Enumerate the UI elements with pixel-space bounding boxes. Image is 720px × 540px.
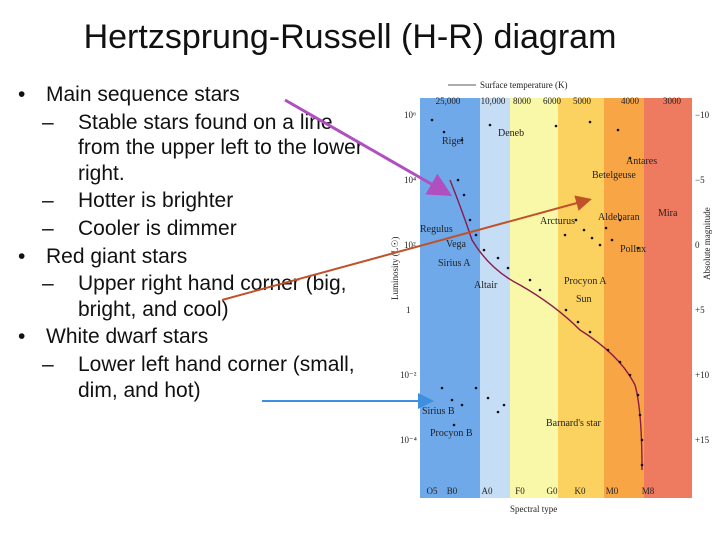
temp-tick: 5000 <box>573 96 592 106</box>
star-label-sirius-b: Sirius B <box>422 406 455 417</box>
bullet-main-sequence: Main sequence stars <box>18 82 378 108</box>
sub-bullet: –Stable stars found on a line from the u… <box>42 110 363 185</box>
band-yellow <box>510 98 558 498</box>
band-orange <box>604 98 644 498</box>
star-label-sun: Sun <box>576 294 592 305</box>
star-label-antares: Antares <box>626 156 657 167</box>
spectral-tick: A0 <box>482 486 493 496</box>
lum-tick: 10⁶ <box>404 110 416 120</box>
star-label-altair: Altair <box>474 280 498 291</box>
lum-tick: 1 <box>406 305 411 315</box>
mag-tick: −5 <box>695 175 705 185</box>
star-label-regulus: Regulus <box>420 224 453 235</box>
sub-bullet: –Cooler is dimmer <box>42 217 237 241</box>
sub-bullet: –Hotter is brighter <box>42 189 234 213</box>
star-label-barnards-star: Barnard's star <box>546 418 602 429</box>
star-label-procyon-a: Procyon A <box>564 276 607 287</box>
lum-tick: 10⁴ <box>404 175 416 185</box>
star-label-aldebaran: Aldebaran <box>598 212 640 223</box>
mag-tick: −10 <box>695 110 710 120</box>
sub-bullet: –Upper right hand corner (big, bright, a… <box>42 272 347 321</box>
lum-tick: 10⁻² <box>400 370 417 380</box>
star-label-pollux: Pollux <box>620 244 646 255</box>
bottom-axis-label: Spectral type <box>510 504 557 514</box>
right-axis-label: Absolute magnitude <box>702 207 712 280</box>
left-axis-label: Luminosity (L☉) <box>390 237 400 300</box>
temp-tick: 3000 <box>663 96 682 106</box>
hr-diagram: Surface temperature (K) Luminosity (L☉) … <box>380 70 720 540</box>
spectral-tick: O5 <box>427 486 438 496</box>
sub-bullet-text: Hotter is brighter <box>78 189 234 213</box>
sub-bullet: –Lower left hand corner (small, dim, and… <box>42 353 355 402</box>
band-pale-blue <box>480 98 510 498</box>
temp-tick: 10,000 <box>481 96 506 106</box>
temp-tick: 6000 <box>543 96 562 106</box>
lum-tick: 10⁻⁴ <box>400 435 417 445</box>
sub-bullet-text: Lower left hand corner (small, dim, and … <box>78 353 355 402</box>
band-red <box>644 98 692 498</box>
spectral-tick: F0 <box>515 486 525 496</box>
star-label-mira: Mira <box>658 208 678 219</box>
star-label-deneb: Deneb <box>498 128 524 139</box>
star-label-vega: Vega <box>446 239 467 250</box>
spectral-tick: M0 <box>606 486 619 496</box>
spectral-tick: B0 <box>447 486 458 496</box>
bullet-white-dwarf: White dwarf stars <box>18 324 378 350</box>
star-label-arcturus: Arcturus <box>540 216 575 227</box>
top-axis-label: Surface temperature (K) <box>480 80 567 90</box>
slide-title: Hertzsprung-Russell (H-R) diagram <box>83 18 617 56</box>
star-label-procyon-b: Procyon B <box>430 428 473 439</box>
temp-tick: 25,000 <box>436 96 461 106</box>
sub-bullet-text: Upper right hand corner (big, bright, an… <box>78 272 347 321</box>
star-label-sirius-a: Sirius A <box>438 258 471 269</box>
star-label-rigel: Rigel <box>442 136 464 147</box>
bullet-list: Main sequence stars –Stable stars found … <box>18 82 378 405</box>
temp-tick: 4000 <box>621 96 640 106</box>
mag-tick: +15 <box>695 435 710 445</box>
lum-tick: 10² <box>404 240 416 250</box>
star-label-betelgeuse: Betelgeuse <box>592 170 636 181</box>
sub-bullet-text: Stable stars found on a line from the up… <box>78 110 363 185</box>
temp-tick: 8000 <box>513 96 532 106</box>
sub-bullet-text: Cooler is dimmer <box>78 217 237 241</box>
mag-tick: 0 <box>695 240 700 250</box>
hr-diagram-svg: Surface temperature (K) Luminosity (L☉) … <box>390 80 712 514</box>
mag-tick: +10 <box>695 370 710 380</box>
spectral-tick: G0 <box>547 486 558 496</box>
mag-tick: +5 <box>695 305 705 315</box>
spectral-tick: M8 <box>642 486 655 496</box>
spectral-tick: K0 <box>575 486 586 496</box>
bullet-red-giant: Red giant stars <box>18 244 378 270</box>
